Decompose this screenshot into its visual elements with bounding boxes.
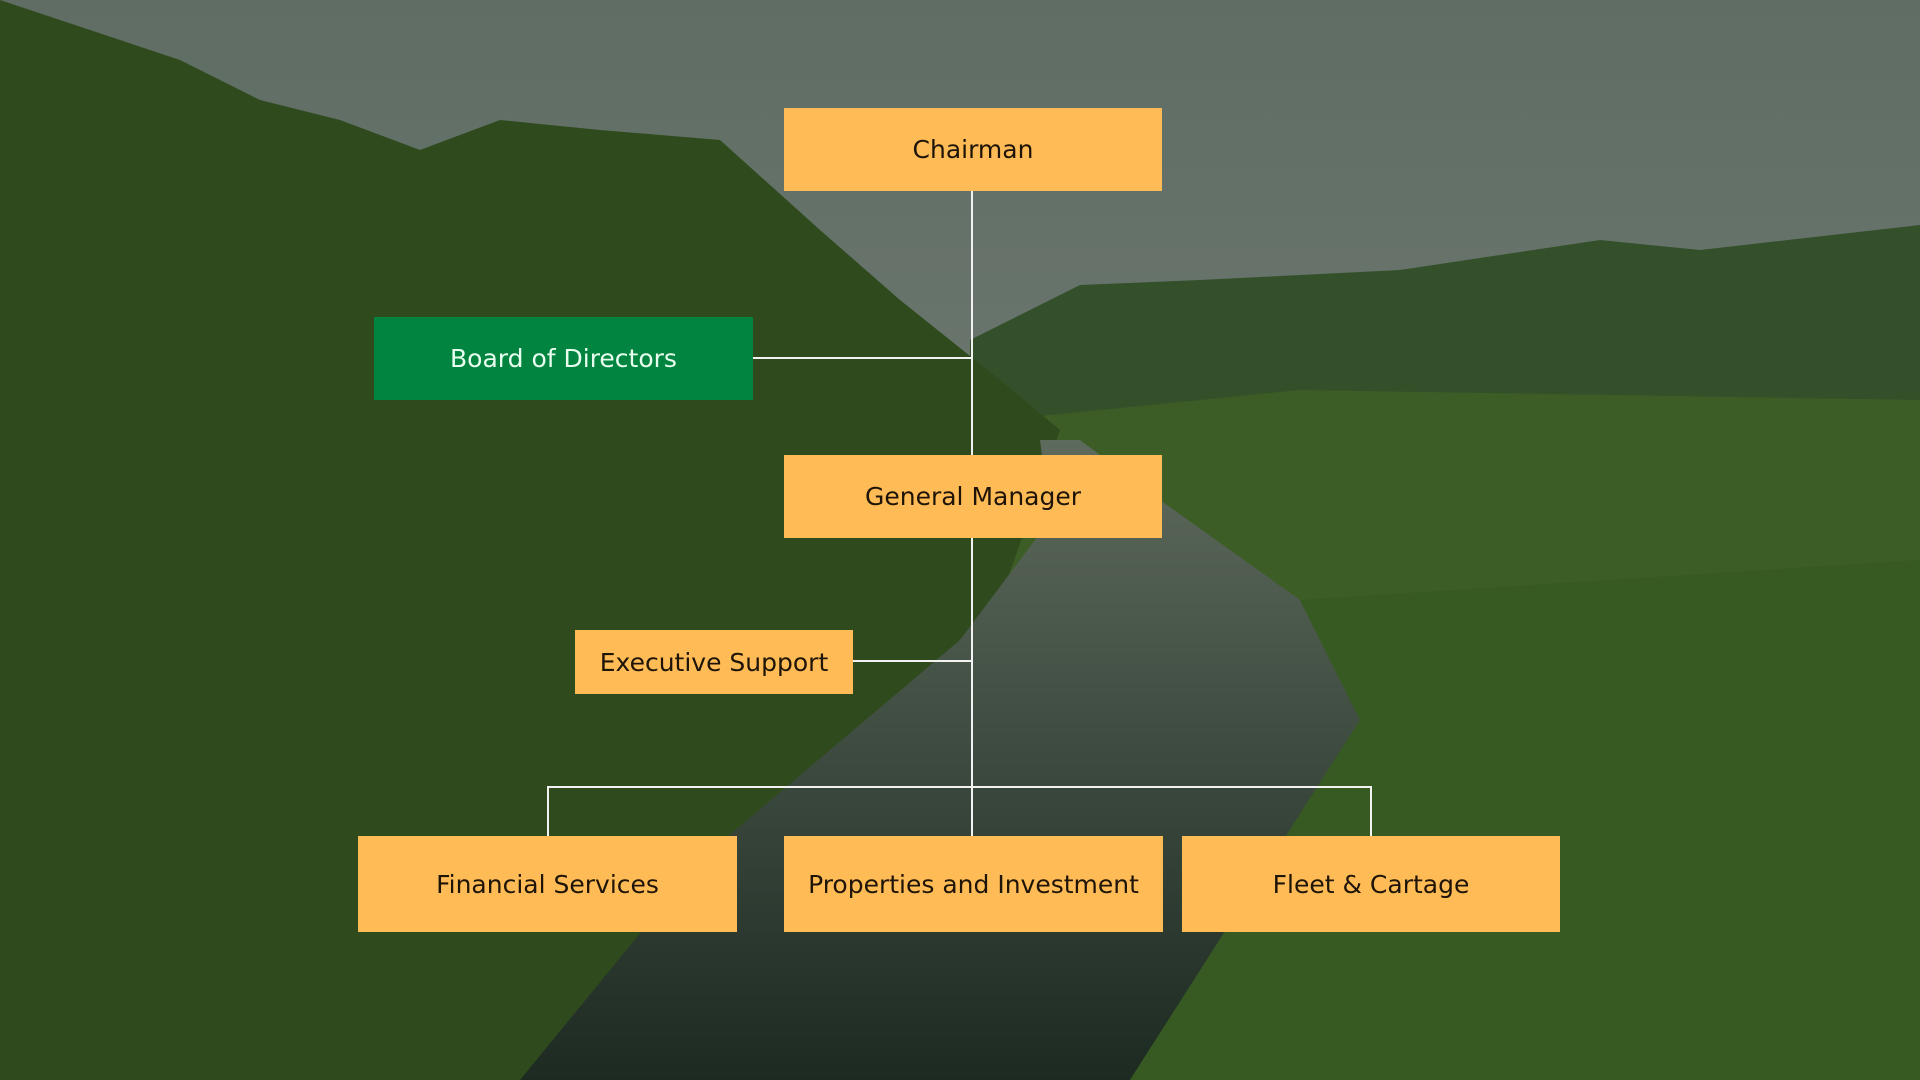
node-board-of-directors: Board of Directors	[374, 317, 753, 400]
connector-financial	[547, 786, 549, 836]
node-label: Financial Services	[436, 869, 659, 899]
connector-executive-support	[853, 660, 972, 662]
node-executive-support: Executive Support	[575, 630, 853, 694]
connector-fleet	[1370, 786, 1372, 836]
node-label: Board of Directors	[450, 344, 677, 373]
node-label: General Manager	[864, 482, 1082, 511]
node-fleet-and-cartage: Fleet & Cartage	[1182, 836, 1560, 932]
node-financial-services: Financial Services	[358, 836, 737, 932]
node-label: Properties and Investment	[808, 869, 1139, 899]
node-chairman: Chairman	[784, 108, 1162, 191]
node-properties-and-investment: Properties and Investment	[784, 836, 1163, 932]
node-label: Chairman	[912, 135, 1034, 164]
node-general-manager: General Manager	[784, 455, 1162, 538]
connector-departments-horizontal	[547, 786, 1372, 788]
node-label: Fleet & Cartage	[1272, 869, 1470, 899]
connector-board	[753, 357, 972, 359]
node-label: Executive Support	[599, 647, 829, 677]
